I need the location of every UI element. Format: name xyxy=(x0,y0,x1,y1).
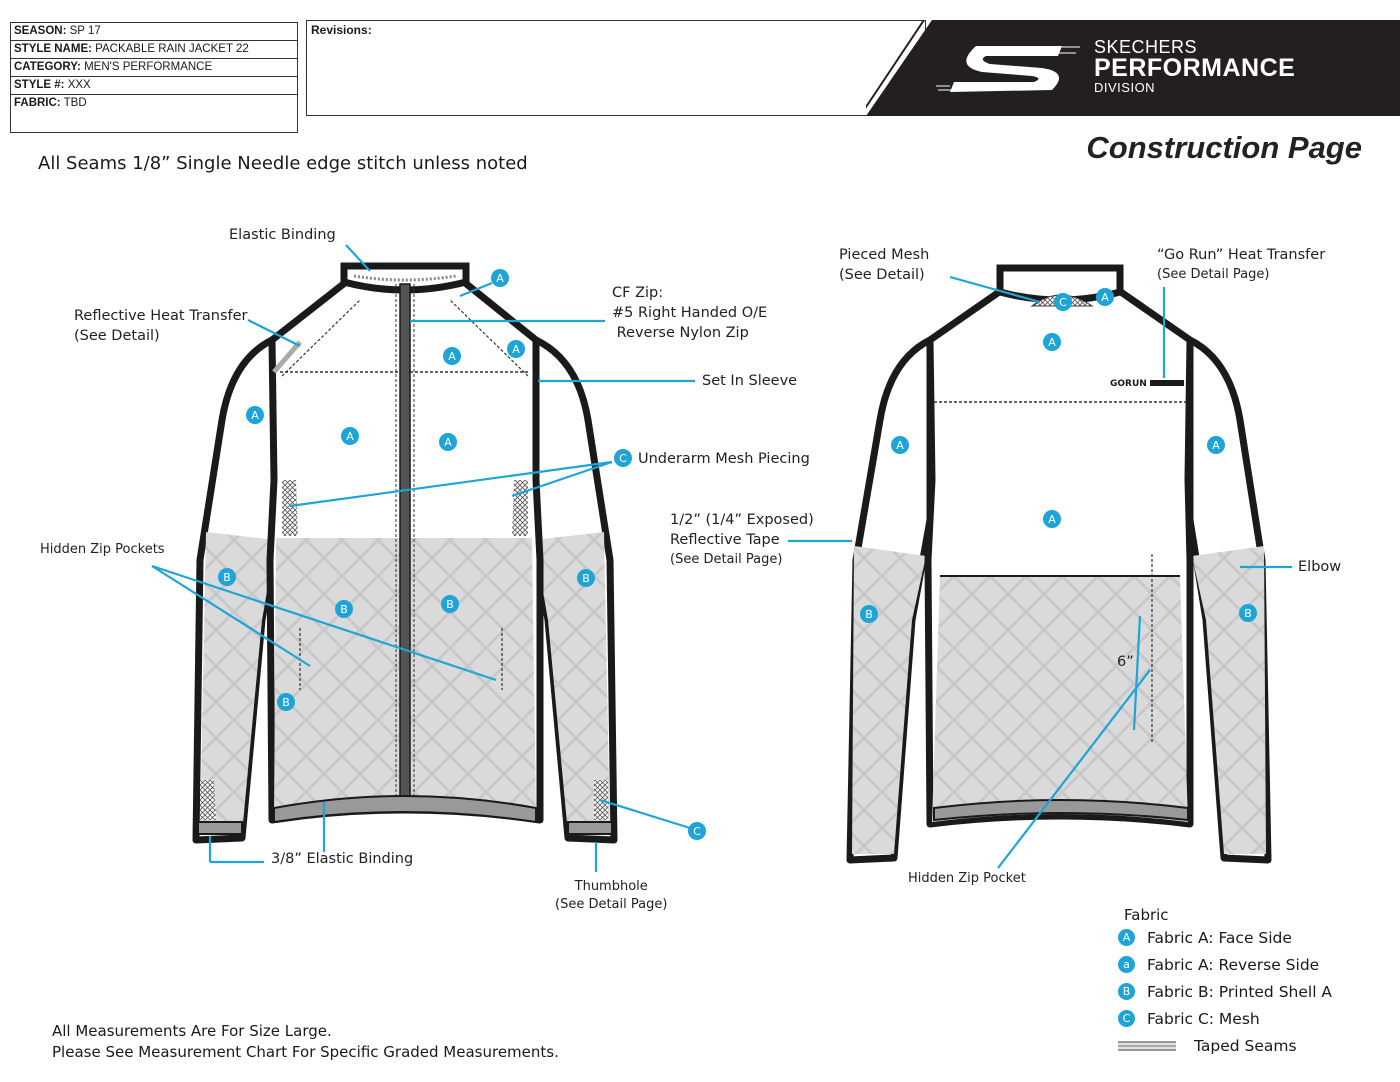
taped-seam-swatch-icon xyxy=(1118,1040,1176,1051)
svg-text:A: A xyxy=(448,350,456,363)
badge-a-icon: A xyxy=(341,427,359,445)
badge-c-icon: C xyxy=(1054,293,1072,311)
front-jacket-drawing xyxy=(192,262,618,844)
callout-lines xyxy=(151,244,1292,872)
label-reflective-tape: 1/2” (1/4” Exposed) Reflective Tape (See… xyxy=(670,512,814,567)
legend-item-fabric-a-reverse: a Fabric A: Reverse Side xyxy=(1118,951,1332,978)
label-hidden-zip-pockets: Hidden Zip Pockets xyxy=(40,542,165,557)
skechers-performance-wordmark: SKECHERS PERFORMANCE DIVISION xyxy=(1094,37,1296,95)
label-pieced-mesh: Pieced Mesh (See Detail) xyxy=(839,247,930,283)
go-run-logo-icon: GORUN xyxy=(1110,379,1184,389)
svg-text:A: A xyxy=(346,430,354,443)
svg-text:A: A xyxy=(496,272,504,285)
label-hem-elastic-binding: 3/8” Elastic Binding xyxy=(271,851,414,867)
seam-note: All Seams 1/8” Single Needle edge stitch… xyxy=(38,153,528,174)
badge-b-icon: B xyxy=(1118,983,1135,1000)
svg-text:A: A xyxy=(251,409,259,422)
badge-b-icon: B xyxy=(218,568,236,586)
svg-text:B: B xyxy=(340,603,348,616)
svg-text:B: B xyxy=(446,598,454,611)
fabric-legend: Fabric A Fabric A: Face Side a Fabric A:… xyxy=(1118,906,1332,1059)
badge-a-icon: A xyxy=(1096,288,1114,306)
badge-b-icon: B xyxy=(441,595,459,613)
badge-c-icon: C xyxy=(688,822,706,840)
badge-a-icon: A xyxy=(1118,929,1135,946)
label-pocket-length: 6” xyxy=(1117,654,1134,670)
svg-text:A: A xyxy=(1048,513,1056,526)
style-name-row: STYLE NAME: PACKABLE RAIN JACKET 22 xyxy=(11,41,297,59)
season-row: SEASON: SP 17 xyxy=(11,23,297,41)
svg-text:B: B xyxy=(1244,607,1252,620)
badge-a-icon: A xyxy=(507,340,525,358)
back-jacket-drawing: GORUN xyxy=(846,264,1272,864)
measurement-footnote: All Measurements Are For Size Large. Ple… xyxy=(52,1022,559,1061)
fabric-row: FABRIC: TBD xyxy=(14,97,87,109)
svg-text:A: A xyxy=(444,436,452,449)
legend-item-fabric-a-face: A Fabric A: Face Side xyxy=(1118,924,1332,951)
badge-a-icon: A xyxy=(891,436,909,454)
revisions-label: Revisions: xyxy=(311,23,372,37)
label-go-run-transfer: “Go Run” Heat Transfer (See Detail Page) xyxy=(1157,247,1326,282)
badge-b-icon: B xyxy=(277,693,295,711)
badge-c-icon: C xyxy=(1118,1010,1135,1027)
label-elbow: Elbow xyxy=(1298,559,1342,575)
label-reflective-heat-transfer: Reflective Heat Transfer (See Detail) xyxy=(74,308,248,344)
label-underarm-mesh: Underarm Mesh Piecing xyxy=(638,451,810,467)
badge-b-icon: B xyxy=(335,600,353,618)
legend-item-taped-seams: Taped Seams xyxy=(1118,1032,1332,1059)
svg-text:A: A xyxy=(1048,336,1056,349)
svg-text:C: C xyxy=(619,452,627,465)
badge-a-lower-icon: a xyxy=(1118,956,1135,973)
svg-text:C: C xyxy=(1059,296,1067,309)
svg-text:A: A xyxy=(512,343,520,356)
skechers-logo-band xyxy=(866,20,1400,116)
label-set-in-sleeve: Set In Sleeve xyxy=(702,373,798,389)
style-info-box: SEASON: SP 17 STYLE NAME: PACKABLE RAIN … xyxy=(10,22,298,133)
badge-b-icon: B xyxy=(1239,604,1257,622)
legend-item-fabric-b: B Fabric B: Printed Shell A xyxy=(1118,978,1332,1005)
svg-text:C: C xyxy=(693,825,701,838)
svg-text:B: B xyxy=(223,571,231,584)
svg-text:A: A xyxy=(896,439,904,452)
badge-a-icon: A xyxy=(1043,510,1061,528)
badge-b-icon: B xyxy=(860,605,878,623)
fabric-badges: A A A A A A C B B B B B C C A A A A A B … xyxy=(218,269,1257,840)
badge-a-icon: A xyxy=(1207,436,1225,454)
svg-text:B: B xyxy=(582,572,590,585)
skechers-s-mark-icon xyxy=(936,46,1080,92)
svg-text:GORUN: GORUN xyxy=(1110,379,1147,389)
badge-b-icon: B xyxy=(577,569,595,587)
badge-a-icon: A xyxy=(1043,333,1061,351)
label-elastic-binding: Elastic Binding xyxy=(229,227,336,243)
svg-text:A: A xyxy=(1101,291,1109,304)
svg-text:B: B xyxy=(282,696,290,709)
page-title: Construction Page xyxy=(1086,130,1362,165)
label-hidden-zip-pocket: Hidden Zip Pocket xyxy=(908,871,1026,886)
badge-c-icon: C xyxy=(614,449,632,467)
category-row: CATEGORY: MEN'S PERFORMANCE xyxy=(11,59,297,77)
style-number-row: STYLE #: XXX xyxy=(11,77,297,95)
badge-a-icon: A xyxy=(246,406,264,424)
label-thumbhole: Thumbhole (See Detail Page) xyxy=(555,879,668,912)
svg-text:B: B xyxy=(865,608,873,621)
label-cf-zip: CF Zip: #5 Right Handed O/E Reverse Nylo… xyxy=(612,285,768,341)
badge-a-icon: A xyxy=(443,347,461,365)
badge-a-icon: A xyxy=(491,269,509,287)
legend-title: Fabric xyxy=(1124,906,1169,924)
badge-a-icon: A xyxy=(439,433,457,451)
svg-text:A: A xyxy=(1212,439,1220,452)
legend-item-fabric-c: C Fabric C: Mesh xyxy=(1118,1005,1332,1032)
